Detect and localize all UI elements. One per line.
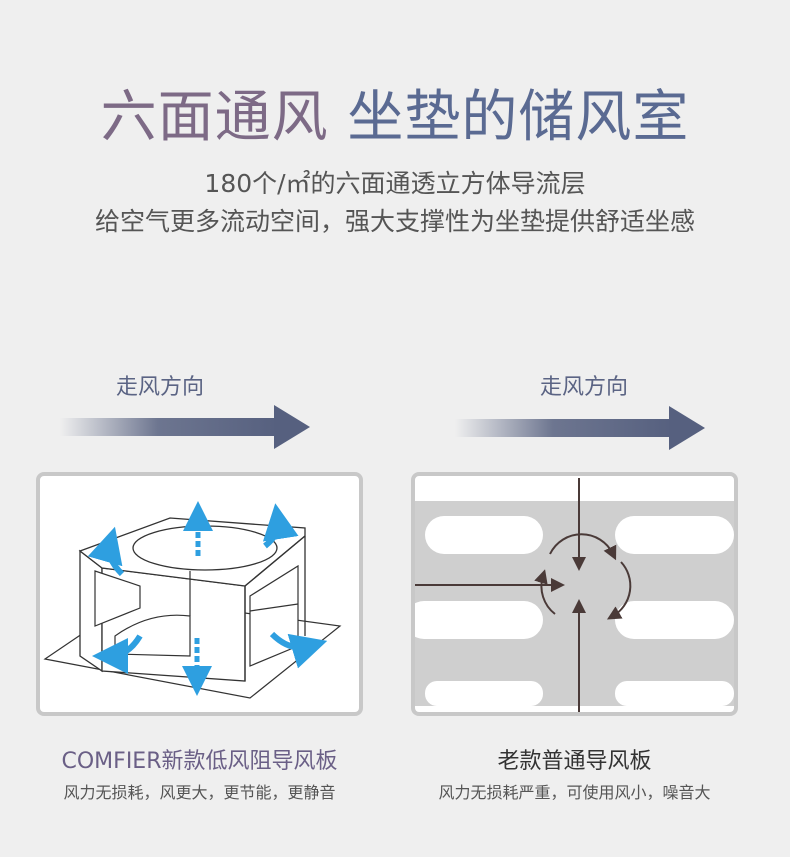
new-board-description: 风力无损耗，风更大，更节能，更静音: [63, 783, 336, 802]
new-board-title: COMFIER新款低风阻导风板: [61, 749, 338, 774]
turbulence-illustration: [415, 478, 734, 712]
page-title: 六面通风 坐垫的储风室: [0, 78, 790, 158]
old-board-description: 风力无损耗严重，可使用风小，噪音大: [438, 783, 711, 802]
right-direction-label: 走风方向: [540, 375, 629, 400]
old-board-diagram: [411, 472, 738, 716]
left-direction-label: 走风方向: [116, 375, 205, 400]
wind-direction-arrow-icon: [455, 406, 705, 450]
subtitle-line1: 180个/㎡的六面通透立方体导流层: [204, 169, 586, 198]
turbulence-arrow-icon: [415, 478, 632, 712]
wind-direction-arrow-icon: [60, 405, 310, 449]
airflow-arrow-icon: [87, 501, 328, 696]
new-board-diagram: [36, 472, 363, 716]
title-part1: 六面通风: [100, 85, 329, 150]
subtitle-line2: 给空气更多流动空间，强大支撑性为坐垫提供舒适坐感: [94, 207, 695, 236]
title-part2: 坐垫的储风室: [347, 85, 690, 150]
cube-airflow-illustration: [43, 501, 342, 699]
old-board-title: 老款普通导风板: [497, 749, 652, 774]
